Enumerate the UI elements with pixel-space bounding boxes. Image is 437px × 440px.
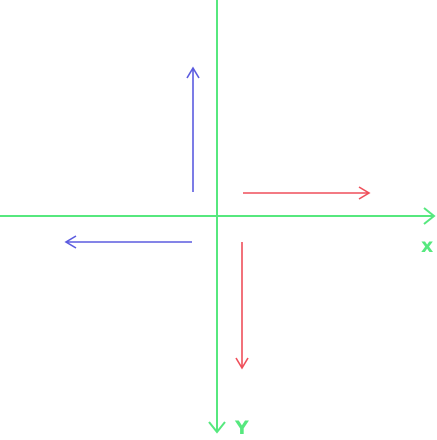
- y-axis-arrowhead: [208, 421, 226, 434]
- x-axis-label: x: [421, 235, 433, 257]
- right-arrow: [243, 186, 371, 200]
- y-axis-label: Y: [234, 417, 249, 439]
- down-arrow: [235, 242, 249, 370]
- up-arrow: [186, 66, 200, 192]
- x-axis-arrowhead: [423, 207, 436, 225]
- left-arrow: [64, 235, 192, 249]
